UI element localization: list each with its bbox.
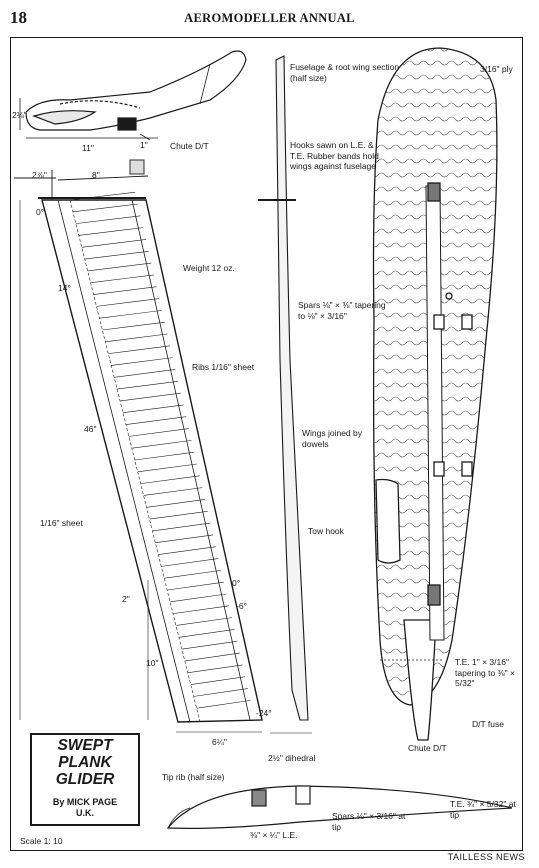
label-le: ⅜" × ¼" L.E. <box>250 830 298 840</box>
label-tip-rib: Tip rib (half size) <box>162 772 225 782</box>
wing-rib <box>78 227 144 236</box>
wing-rib <box>179 629 235 638</box>
wing-rib <box>158 546 216 555</box>
title-line-3: GLIDER <box>55 771 115 788</box>
wing-rib <box>155 534 214 544</box>
label-scale: Scale 1: 10 <box>20 836 63 846</box>
front-view <box>258 55 312 734</box>
wing-rib <box>123 404 184 414</box>
root-dimension <box>14 159 149 200</box>
label-root-dim-a: 2⅞" <box>32 170 47 180</box>
wing-rib <box>126 416 187 425</box>
wing-rib <box>117 380 179 390</box>
wing-rib <box>134 451 195 461</box>
author: By MICK PAGE <box>52 797 118 807</box>
label-root-dim-b: 8" <box>92 170 100 180</box>
wing-rib <box>173 605 230 614</box>
wing-rib <box>185 652 240 662</box>
wing-rib <box>146 499 205 508</box>
wing-rib <box>182 640 238 650</box>
wing-rib <box>108 345 171 354</box>
label-angle-0-top: 0° <box>36 207 45 217</box>
wing-rib <box>197 700 251 709</box>
wing-rib <box>152 522 211 532</box>
label-hook-dim: 1" <box>140 140 148 150</box>
label-angle-neg6: -6° <box>236 601 247 611</box>
title-line-2: PLANK <box>58 754 112 771</box>
label-dowels: Wings joined by dowels <box>302 428 363 449</box>
wing-rib <box>120 392 181 402</box>
wing-rib <box>149 510 208 520</box>
label-spars-tip: Spars ⅛" × 3/16" at tip <box>332 811 406 832</box>
wing-rib <box>75 215 141 224</box>
label-te-tip: T.E. ¾" × 5/32" at tip <box>450 799 516 820</box>
wing-rib <box>137 463 197 473</box>
wing-rib <box>114 369 176 378</box>
label-dim-10: 10" <box>146 658 159 668</box>
wing-rib <box>69 191 136 201</box>
label-ply: 3/16" ply <box>480 64 513 74</box>
label-side-length: 11" <box>82 143 94 153</box>
wing-rib <box>132 440 192 449</box>
label-hooks: Hooks sawn on L.E. & T.E. Rubber bands h… <box>290 140 379 171</box>
wing-rib <box>96 298 160 307</box>
wing-rib <box>167 581 224 591</box>
wing-rib <box>93 286 157 295</box>
page-number: 18 <box>10 8 27 27</box>
label-tow-hook: Tow hook <box>308 526 344 536</box>
label-fuselage-root: Fuselage & root wing section (half size) <box>290 62 400 83</box>
wing-rib <box>84 250 149 260</box>
label-dim-2: 2" <box>122 594 130 604</box>
label-ribs: Ribs 1/16" sheet <box>192 362 255 372</box>
label-sheet: 1/16" sheet <box>40 518 83 528</box>
wing-rib <box>129 428 189 437</box>
country: U.K. <box>76 808 94 818</box>
wing-rib <box>176 617 232 626</box>
fuselage-plan <box>372 47 498 741</box>
wing-rib <box>143 487 203 496</box>
label-dt-fuse: D/T fuse <box>472 719 504 729</box>
label-spars-taper: Spars ⅛" × ⅜" tapering to ⅛" × 3/16" <box>298 300 386 321</box>
label-tip-chord: 6¼" <box>212 737 227 747</box>
label-span: 46" <box>84 424 97 434</box>
wing-rib <box>170 593 227 603</box>
wing-rib <box>105 333 168 343</box>
wing-rib <box>164 570 222 579</box>
footer-credit: TAILLESS NEWS <box>447 852 525 862</box>
wing-rib <box>111 357 173 366</box>
wing-panel <box>19 191 263 733</box>
label-angle-14: 14° <box>58 283 71 293</box>
label-te-root: T.E. 1" × 3/16" tapering to ⅜" × 5/32" <box>455 657 515 688</box>
tip-rib <box>166 785 513 829</box>
label-chute-top: Chute D/T <box>170 141 209 151</box>
publication-title: AEROMODELLER ANNUAL <box>184 11 355 25</box>
wing-rib <box>90 274 155 284</box>
label-angle-0-mid: 0° <box>232 578 241 588</box>
label-dihedral: 2½" dihedral <box>268 753 316 763</box>
label-weight: Weight 12 oz. <box>183 263 235 273</box>
title-block: SWEPT PLANK GLIDER By MICK PAGE U.K. <box>30 733 140 826</box>
label-angle-neg24: -24° <box>256 708 272 718</box>
wing-rib <box>191 676 246 685</box>
wing-rib <box>194 688 248 697</box>
wing-rib <box>188 664 243 674</box>
side-view <box>19 50 247 141</box>
wing-rib <box>72 203 138 213</box>
wing-rib <box>102 321 165 331</box>
drawing-frame <box>10 37 523 851</box>
wing-rib <box>81 239 146 248</box>
title-line-1: SWEPT <box>57 737 113 754</box>
label-side-height: 2⅛" <box>12 110 27 120</box>
wing-rib <box>140 475 200 484</box>
wing-rib <box>99 310 163 319</box>
wing-rib <box>161 558 219 567</box>
wing-rib <box>87 262 152 272</box>
label-chute-bottom: Chute D/T <box>408 743 447 753</box>
